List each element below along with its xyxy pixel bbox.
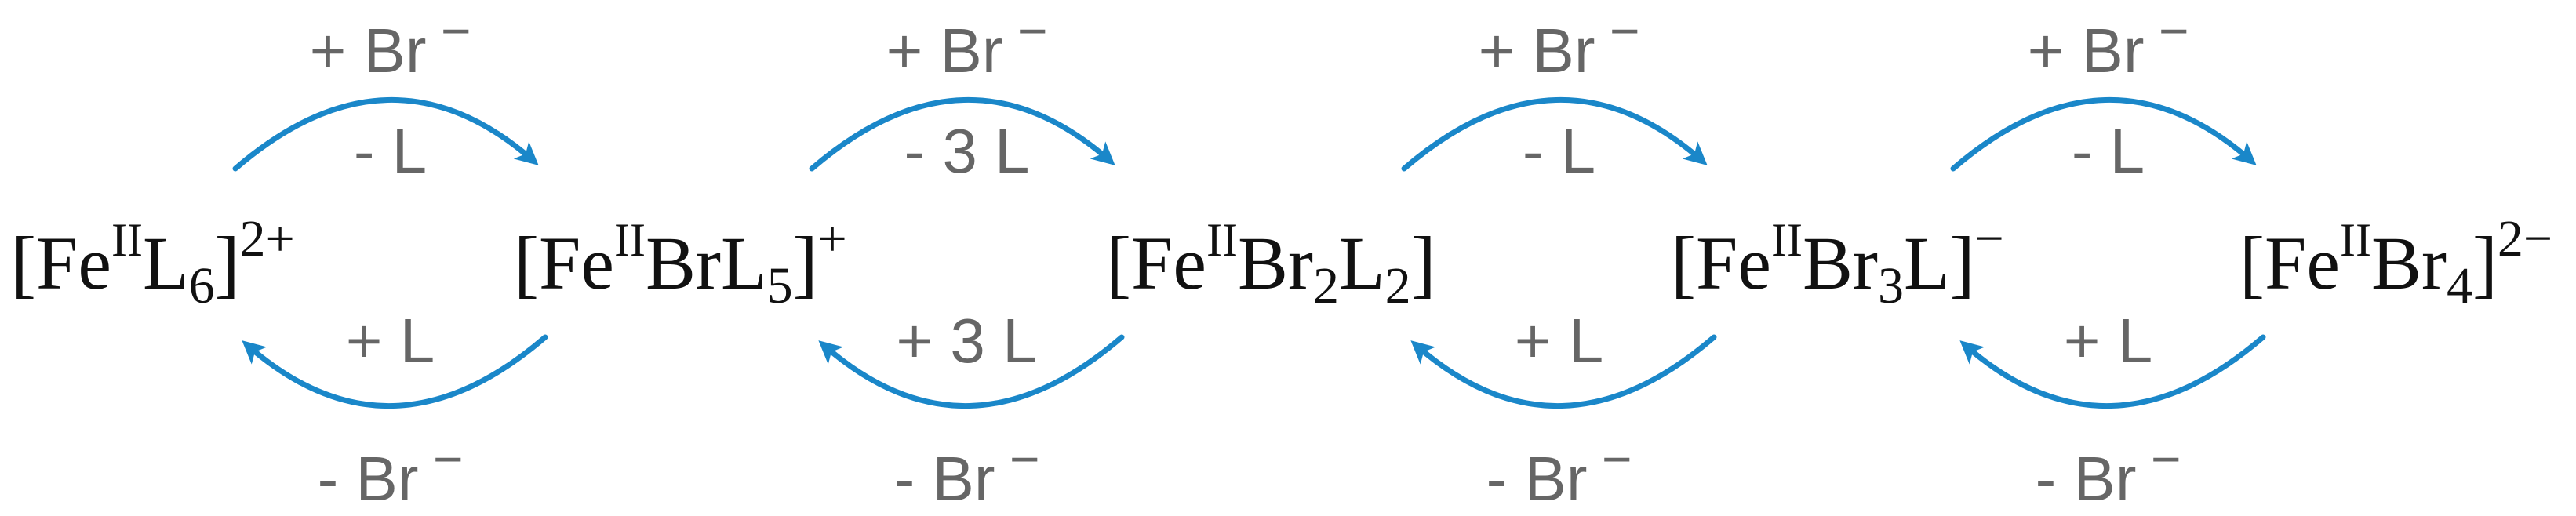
subscript: 5 xyxy=(767,257,793,314)
species-formula-3: [FeIIBr2L2] xyxy=(1106,214,1436,314)
species-formula-1: [FeIIL6]2+ xyxy=(11,210,295,314)
species-bracket-open: [Fe xyxy=(1671,221,1771,305)
species-bracket-open: [Fe xyxy=(2239,221,2340,305)
formula-part: BrL xyxy=(646,221,767,305)
forward-top-label-2-charge: − xyxy=(1003,2,1048,60)
subscript: 6 xyxy=(189,257,215,314)
reverse-top-label-3-text: + L xyxy=(1515,306,1603,376)
reverse-arrow-2 xyxy=(818,334,1125,409)
oxidation-state: II xyxy=(614,214,646,266)
subscript: 4 xyxy=(2447,257,2472,314)
reverse-bottom-label-1: - Br − xyxy=(318,430,464,514)
species-formula-2: [FeIIBrL5]+ xyxy=(514,210,847,314)
forward-arrow-2 xyxy=(809,97,1115,172)
reverse-top-label-4: + L xyxy=(2064,306,2152,376)
oxidation-state: II xyxy=(2340,214,2371,266)
formula-part: Br xyxy=(2371,221,2447,305)
formula-part: L xyxy=(143,221,189,305)
reverse-top-label-1-text: + L xyxy=(346,306,435,376)
species-charge: + xyxy=(818,210,847,267)
forward-top-label-2: + Br − xyxy=(886,2,1048,85)
species-formula-4: [FeIIBr3L]− xyxy=(1671,210,2004,314)
reverse-top-label-2-text: + 3 L xyxy=(896,306,1037,376)
formula-part: L xyxy=(1904,221,1950,305)
forward-bottom-label-4-text: - L xyxy=(2072,116,2145,186)
species-charge: 2− xyxy=(2498,210,2552,267)
subscript: 2 xyxy=(1385,257,1411,314)
reverse-arrow-4 xyxy=(1959,334,2266,409)
reverse-arrow-1 xyxy=(242,334,548,409)
species-bracket-close: ] xyxy=(215,221,240,305)
reverse-top-label-4-text: + L xyxy=(2064,306,2152,376)
reverse-top-label-2: + 3 L xyxy=(896,306,1037,376)
forward-top-label-4-text: + Br xyxy=(2028,16,2145,85)
reverse-bottom-label-4-charge: − xyxy=(2136,430,2181,488)
species-bracket-close: ] xyxy=(2472,221,2498,305)
species-bracket-close: ] xyxy=(793,221,818,305)
formula-part: Br xyxy=(1803,221,1878,305)
species-charge: 2+ xyxy=(240,210,295,267)
forward-bottom-label-3-text: - L xyxy=(1523,116,1595,186)
forward-top-label-1-text: + Br xyxy=(310,16,427,85)
subscript: 3 xyxy=(1878,257,1904,314)
formula-part: L xyxy=(1339,221,1385,305)
species-bracket-open: [Fe xyxy=(514,221,614,305)
species-bracket-open: [Fe xyxy=(11,221,111,305)
reverse-bottom-label-1-charge: − xyxy=(418,430,463,488)
forward-top-label-3: + Br − xyxy=(1479,2,1640,85)
reverse-arrow-3 xyxy=(1410,334,1717,409)
forward-bottom-label-2: - 3 L xyxy=(904,116,1029,186)
reverse-bottom-label-4: - Br − xyxy=(2036,430,2181,514)
forward-arrow-4 xyxy=(1950,97,2257,172)
reverse-top-label-1: + L xyxy=(346,306,435,376)
formula-part: Br xyxy=(1238,221,1313,305)
forward-top-label-2-text: + Br xyxy=(886,16,1003,85)
species-formula-5: [FeIIBr4]2− xyxy=(2239,210,2552,314)
species-charge: − xyxy=(1975,210,2004,267)
reverse-bottom-label-2-text: - Br xyxy=(894,444,995,514)
oxidation-state: II xyxy=(1771,214,1803,266)
forward-top-label-1: + Br − xyxy=(310,2,471,85)
oxidation-state: II xyxy=(1206,214,1238,266)
forward-arrow-1 xyxy=(232,97,539,172)
reverse-top-label-3: + L xyxy=(1515,306,1603,376)
forward-arrow-3 xyxy=(1401,97,1708,172)
reverse-bottom-label-2-charge: − xyxy=(995,430,1039,488)
forward-top-label-4: + Br − xyxy=(2028,2,2189,85)
reverse-bottom-label-3-text: - Br xyxy=(1486,444,1588,514)
reverse-bottom-label-2: - Br − xyxy=(894,430,1040,514)
reverse-bottom-label-3-charge: − xyxy=(1587,430,1632,488)
forward-bottom-label-1: - L xyxy=(354,116,427,186)
forward-bottom-label-2-text: - 3 L xyxy=(904,116,1029,186)
forward-top-label-3-text: + Br xyxy=(1479,16,1595,85)
forward-bottom-label-4: - L xyxy=(2072,116,2145,186)
forward-top-label-4-charge: − xyxy=(2145,2,2189,60)
oxidation-state: II xyxy=(111,214,143,266)
reverse-bottom-label-1-text: - Br xyxy=(318,444,419,514)
species-bracket-open: [Fe xyxy=(1106,221,1206,305)
species-bracket-close: ] xyxy=(1411,221,1436,305)
species-bracket-close: ] xyxy=(1950,221,1975,305)
subscript: 2 xyxy=(1313,257,1339,314)
forward-top-label-3-charge: − xyxy=(1595,2,1640,60)
forward-bottom-label-1-text: - L xyxy=(354,116,427,186)
reverse-bottom-label-4-text: - Br xyxy=(2036,444,2137,514)
forward-top-label-1-charge: − xyxy=(427,2,471,60)
forward-bottom-label-3: - L xyxy=(1523,116,1595,186)
reverse-bottom-label-3: - Br − xyxy=(1486,430,1632,514)
